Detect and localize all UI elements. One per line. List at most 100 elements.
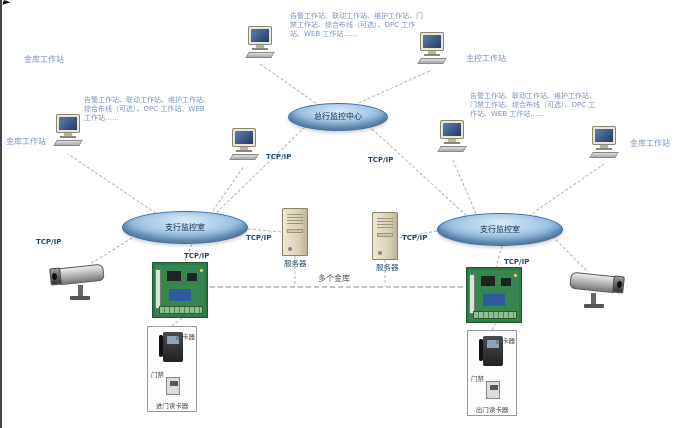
pcb-chip xyxy=(481,276,495,286)
tcpip-label-6: TCP/IP xyxy=(402,234,428,242)
screen xyxy=(443,123,461,136)
page-edge-line xyxy=(0,0,2,428)
server-power-button xyxy=(288,247,292,251)
annotation-right: 告警工作站、联动工作站、维护工作站、门禁工作站、综合布线（可选）、OPC 工作站… xyxy=(470,92,596,118)
tcpip-label-7: TCP/IP xyxy=(504,258,530,266)
label-vault-workstation-left: 金库工作站 xyxy=(6,137,46,146)
tcpip-label-3: TCP/IP xyxy=(36,238,62,246)
monitor-stand xyxy=(428,51,436,54)
branch-network-ring-left: 支行监控室 xyxy=(122,211,248,244)
screen xyxy=(423,35,441,48)
screen xyxy=(251,29,269,42)
pcb-connector xyxy=(155,269,161,309)
branch-network-ring-right: 支行监控室 xyxy=(437,213,563,246)
branch-ring-label-left: 支行监控室 xyxy=(165,222,205,232)
monitor-stand xyxy=(600,145,608,148)
handset-icon xyxy=(159,335,163,357)
monitor-stand xyxy=(240,147,248,150)
multi-vault-label: 多个金库 xyxy=(318,274,350,283)
label-vault-workstation-top-left: 金库工作站 xyxy=(24,55,64,64)
exit-reader-label: 出门读卡器 xyxy=(475,406,509,414)
monitor-icon xyxy=(56,114,80,133)
camera-mount-base xyxy=(584,304,604,308)
tcpip-label-2: TCP/IP xyxy=(368,156,394,164)
server-vents xyxy=(287,214,303,224)
camera-mount-base xyxy=(70,296,90,300)
door-access-unit-left: 读卡器 门禁 进门读卡器 xyxy=(147,326,197,412)
card-reader-icon xyxy=(166,377,180,395)
screen xyxy=(595,129,613,142)
tcpip-label-1: TCP/IP xyxy=(266,153,292,161)
monitor-base xyxy=(444,142,460,144)
pcb-relay-block xyxy=(169,289,191,301)
monitor-base xyxy=(236,150,252,152)
workstation-icon-top-right xyxy=(416,32,448,72)
server-drive-bay xyxy=(287,229,303,233)
keyboard-icon xyxy=(589,152,619,158)
card-reader-icon xyxy=(486,381,500,399)
pcb-chip xyxy=(187,273,197,281)
camera-mount-arm xyxy=(78,285,83,297)
pcb-chip xyxy=(167,271,181,281)
hq-ring-label: 总行监控中心 xyxy=(314,111,362,121)
door-label: 门禁 xyxy=(471,375,484,383)
handset-icon xyxy=(479,339,483,361)
access-controller-board-icon-left xyxy=(152,262,208,318)
server-tower-icon-right xyxy=(372,212,398,260)
pcb-connector xyxy=(469,274,475,314)
access-controller-board-icon-right xyxy=(466,267,522,323)
server-tower-icon-left xyxy=(282,208,308,256)
tcpip-label-4: TCP/IP xyxy=(246,234,272,242)
cctv-camera-icon-left xyxy=(48,260,114,304)
hq-network-ring: 总行监控中心 xyxy=(288,103,388,131)
monitor-base xyxy=(424,54,440,56)
screen xyxy=(59,117,77,130)
workstation-icon-top-left xyxy=(244,26,276,66)
door-access-unit-right: 读卡器 门禁 出门读卡器 xyxy=(467,330,517,416)
screen xyxy=(235,131,253,144)
monitor-icon xyxy=(440,120,464,139)
monitor-base xyxy=(60,136,76,138)
label-master-workstation-top-right: 主控工作站 xyxy=(466,54,506,63)
cctv-camera-icon-right xyxy=(560,268,626,312)
network-disc-icon xyxy=(122,211,248,244)
workstation-icon-left-outer xyxy=(52,114,84,154)
pcb-relay-block xyxy=(483,294,505,306)
monitor-stand xyxy=(256,45,264,48)
workstation-icon-right-outer xyxy=(588,126,620,166)
monitor-stand xyxy=(448,139,456,142)
camera-body xyxy=(57,263,105,286)
monitor-base xyxy=(596,148,612,150)
pcb-led xyxy=(514,274,517,277)
label-vault-workstation-right: 金库工作站 xyxy=(630,139,670,148)
monitor-stand xyxy=(64,133,72,136)
workstation-icon-right-inner xyxy=(436,120,468,160)
intercom-device-icon xyxy=(483,336,503,366)
keyboard-icon xyxy=(53,140,83,146)
network-disc-icon xyxy=(288,103,388,131)
keyboard-icon xyxy=(417,58,447,64)
monitor-icon xyxy=(592,126,616,145)
monitor-icon xyxy=(232,128,256,147)
monitor-icon xyxy=(248,26,272,45)
server-vents xyxy=(377,218,393,228)
intercom-device-icon xyxy=(163,332,183,362)
monitor-base xyxy=(252,48,268,50)
server-drive-bay xyxy=(377,233,393,237)
branch-ring-label-right: 支行监控室 xyxy=(480,224,520,234)
annotation-top: 告警工作站、联动工作站、维护工作站、门禁工作站、综合布线（可选）、OPC 工作站… xyxy=(290,12,423,38)
monitor-icon xyxy=(420,32,444,51)
door-label: 门禁 xyxy=(151,371,164,379)
keyboard-icon xyxy=(437,146,467,152)
keyboard-icon xyxy=(245,52,275,58)
server-label-left: 服务器 xyxy=(284,259,307,268)
pcb-terminal-strip xyxy=(159,306,203,314)
pcb-terminal-strip xyxy=(473,311,517,319)
annotation-left: 告警工作站、联动工作站、维护工作站、综合布线（可选）、OPC 工作站、WEB 工… xyxy=(84,96,210,122)
network-disc-icon xyxy=(437,213,563,246)
keyboard-icon xyxy=(229,154,259,160)
reader-label: 读卡器 xyxy=(175,333,196,341)
server-label-right: 服务器 xyxy=(376,263,399,272)
